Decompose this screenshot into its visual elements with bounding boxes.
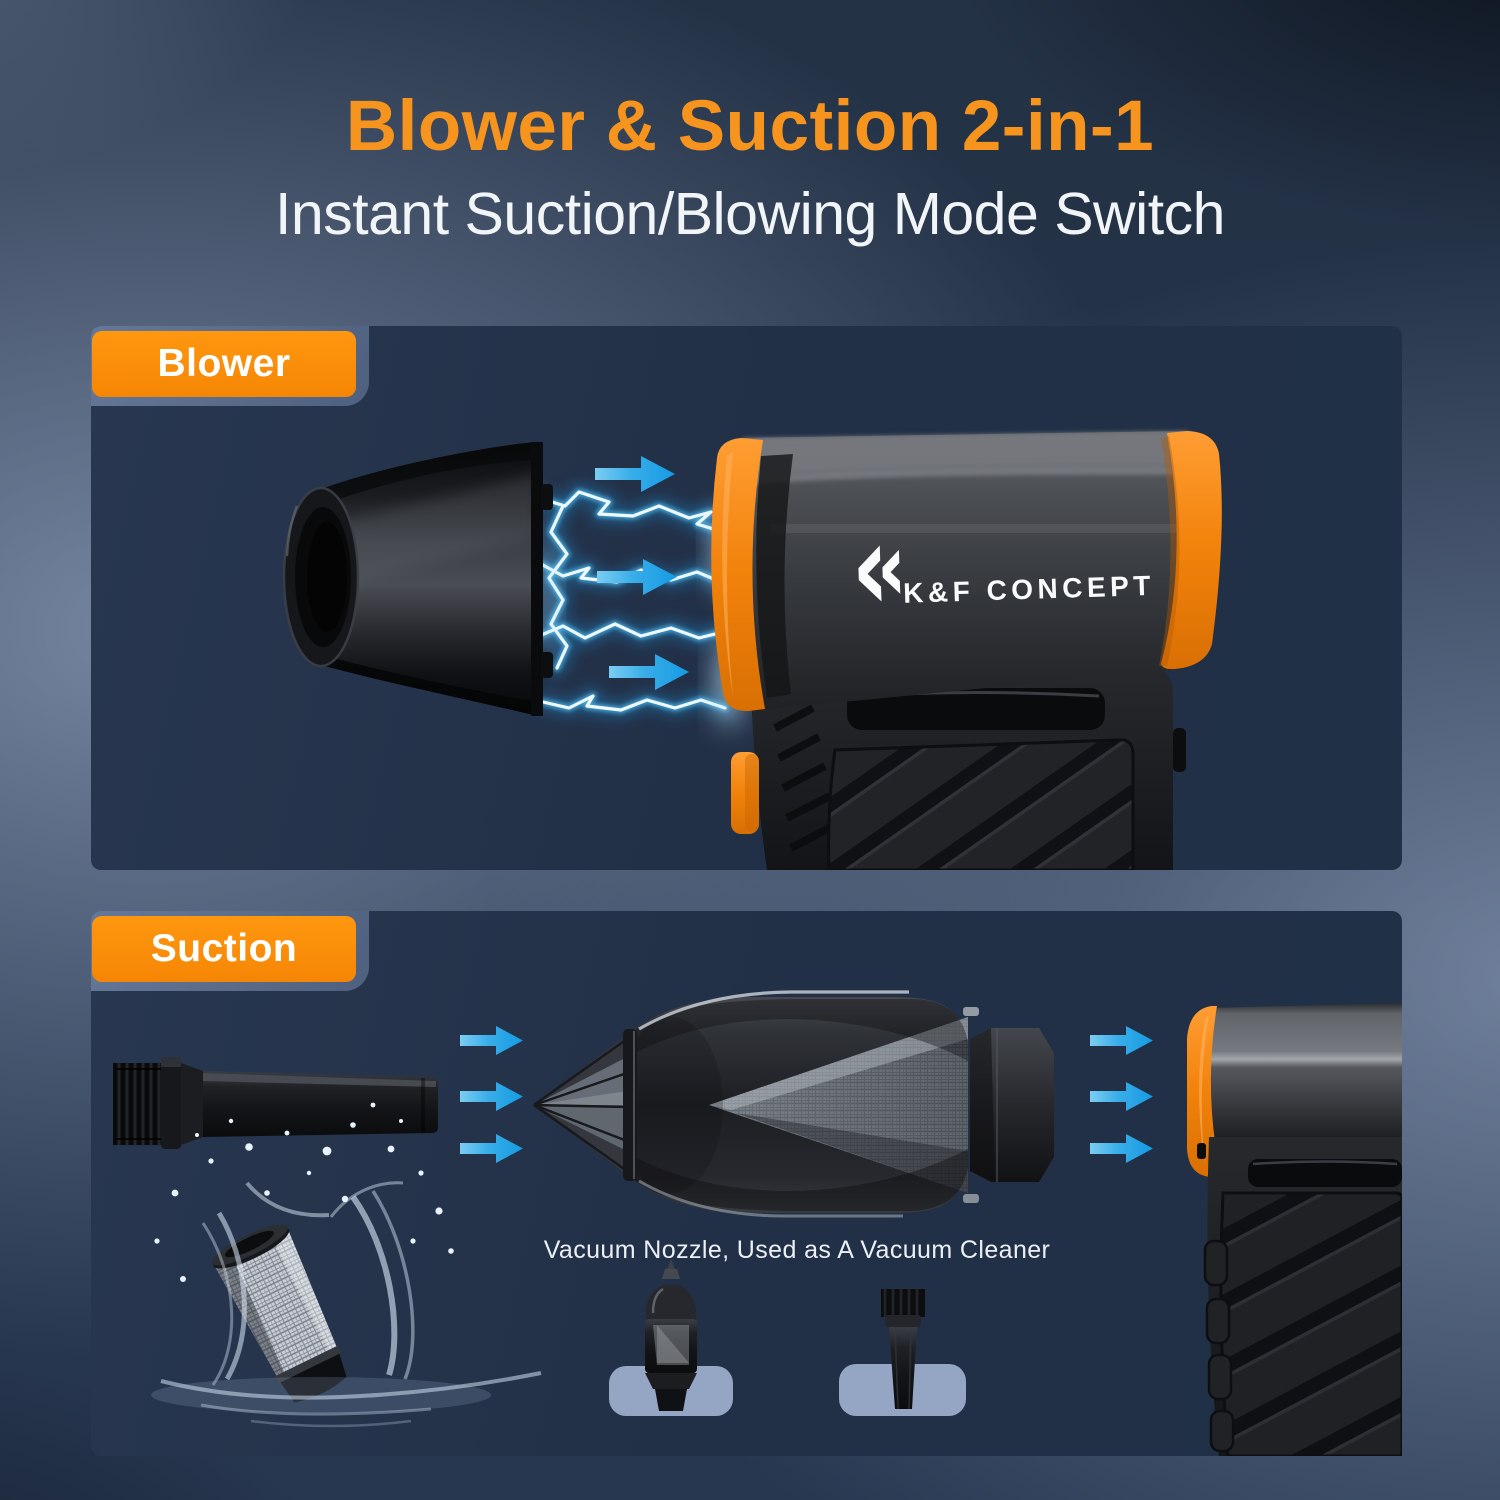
small-brush-item bbox=[881, 1289, 925, 1410]
battery-slot bbox=[847, 688, 1105, 730]
section-label-suction: Suction bbox=[92, 916, 356, 982]
airflow-arrow-icon bbox=[595, 456, 689, 690]
page-subtitle: Instant Suction/Blowing Mode Switch bbox=[275, 181, 1225, 247]
blower-nozzle-cone bbox=[282, 442, 553, 716]
panel-suction: Vacuum Nozzle, Used as A Vacuum Cleaner bbox=[91, 911, 1402, 1456]
lightning-bolt-icon bbox=[530, 483, 750, 727]
suction-device-partial bbox=[1187, 1003, 1402, 1456]
suction-caption: Vacuum Nozzle, Used as A Vacuum Cleaner bbox=[544, 1236, 1051, 1264]
blower-illustration: K&F CONCEPT bbox=[282, 431, 1222, 870]
panel-blower: K&F CONCEPT Blower bbox=[91, 326, 1402, 870]
water-splash-filter bbox=[151, 1102, 542, 1428]
grip-texture bbox=[827, 738, 1135, 870]
airflow-arrow-icon bbox=[1090, 1026, 1153, 1163]
vacuum-nozzle bbox=[533, 990, 1054, 1218]
airflow-arrow-icon bbox=[460, 1026, 523, 1163]
small-nozzle-item bbox=[645, 1259, 697, 1411]
mode-switch-button bbox=[731, 752, 759, 834]
kf-concept-logo: K&F CONCEPT bbox=[858, 545, 1155, 609]
battery-slot bbox=[1248, 1159, 1402, 1187]
section-label-blower: Blower bbox=[92, 331, 356, 397]
brush-attachment bbox=[113, 1057, 438, 1149]
blower-device: K&F CONCEPT bbox=[711, 431, 1222, 870]
page-title: Blower & Suction 2-in-1 bbox=[345, 87, 1155, 166]
suction-illustration: Vacuum Nozzle, Used as A Vacuum Cleaner bbox=[113, 990, 1402, 1456]
